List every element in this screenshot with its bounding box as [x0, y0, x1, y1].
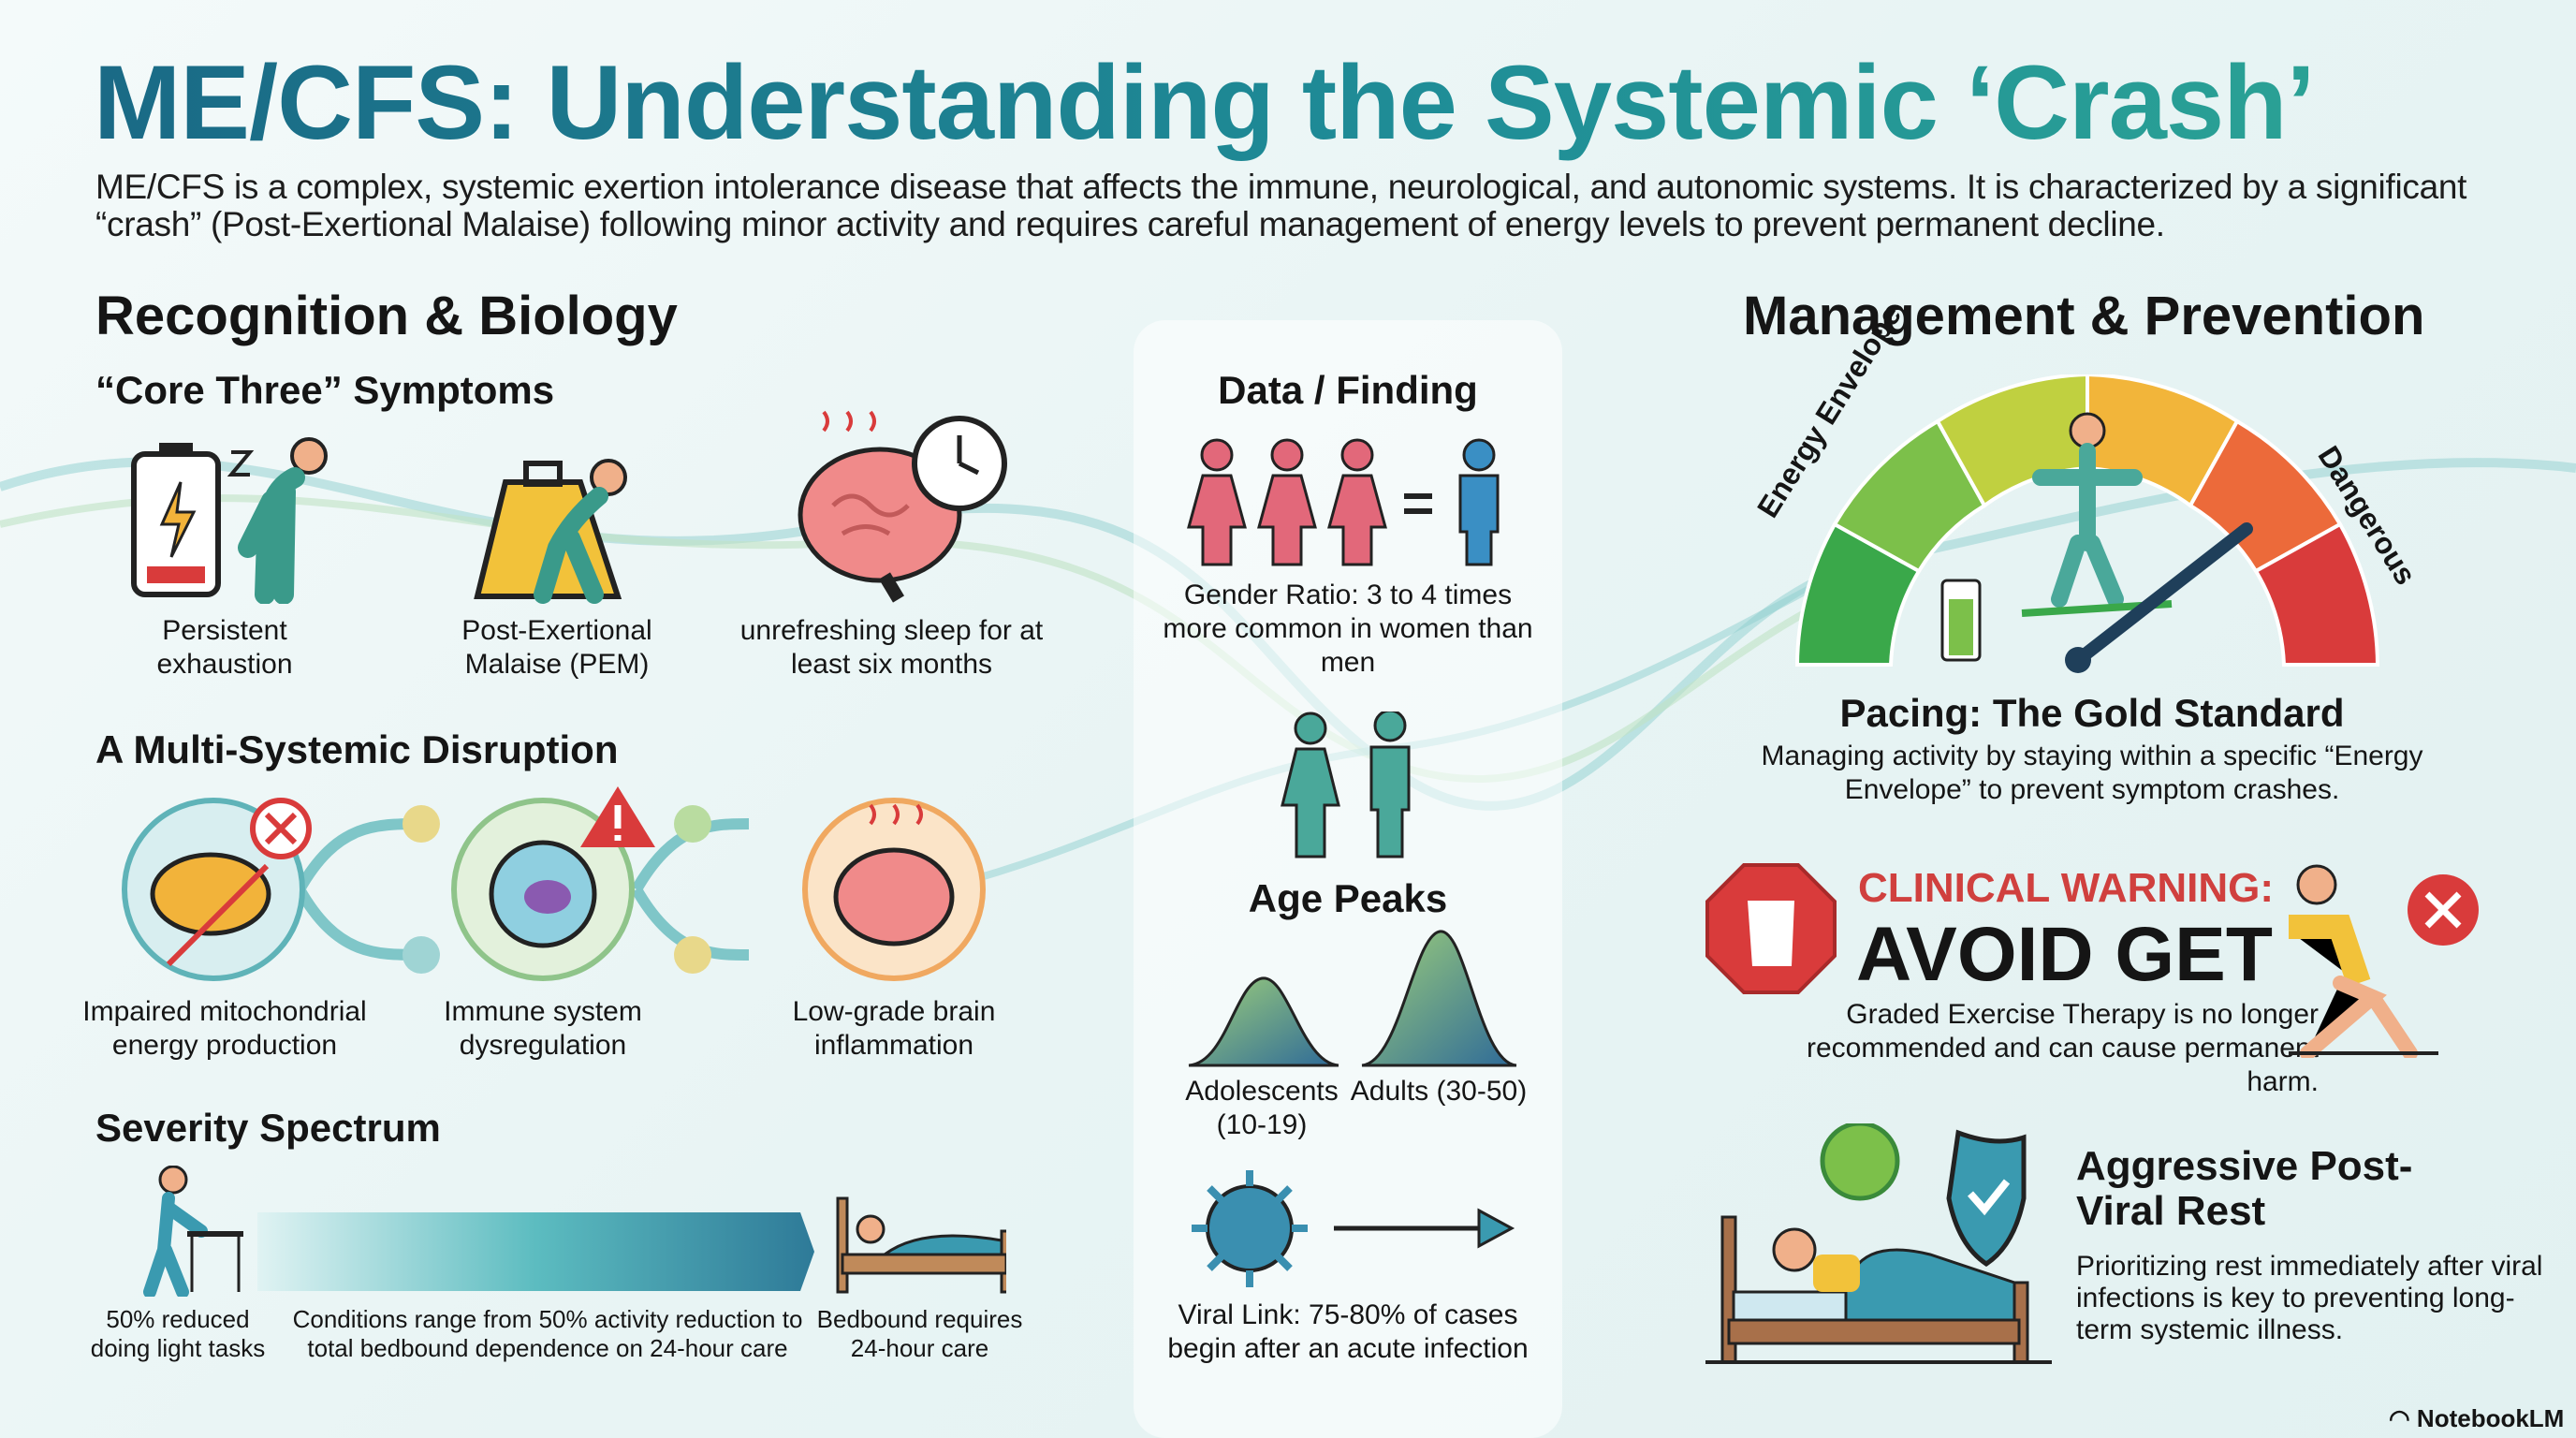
clinical-warning-label: CLINICAL WARNING:: [1858, 865, 2275, 911]
energy-gauge: [1794, 374, 2380, 673]
age-distribution-curves: [1188, 930, 1517, 1067]
exercise-person-crossed-icon: [2289, 864, 2479, 1058]
post-viral-rest-icon: [1705, 1123, 2052, 1364]
severity-label-reduced: 50% reduced doing light tasks: [90, 1305, 266, 1362]
multi-label-mitochondria: Impaired mitochondrial energy production: [82, 996, 367, 1061]
notebooklm-logo-icon: ◠: [2389, 1404, 2417, 1432]
severity-label-range: Conditions range from 50% activity reduc…: [292, 1305, 803, 1362]
virus-icon: [1820, 1123, 1900, 1201]
avoid-get-title: AVOID GET: [1856, 912, 2273, 997]
shield-check-icon: [1946, 1129, 2027, 1268]
curve-adults: [1361, 930, 1517, 1067]
management-heading: Management & Prevention: [1743, 286, 2425, 346]
gauge-needle: [2071, 522, 2253, 667]
core-label-exhaustion: Persistent exhaustion: [156, 615, 293, 680]
equals-icon: [1404, 493, 1432, 514]
viral-link-text: Viral Link: 75-80% of cases begin after …: [1167, 1299, 1529, 1364]
rest-title: Aggressive Post-Viral Rest: [2076, 1143, 2413, 1234]
core-label-pem: Post-Exertional Malaise (PEM): [461, 615, 652, 680]
severity-spectrum-graphic: [143, 1166, 1006, 1297]
multi-systemic-heading: A Multi-Systemic Disruption: [95, 727, 619, 771]
virus-arrow-icon: [1192, 1170, 1515, 1287]
severity-gradient-arrow: [257, 1212, 814, 1291]
pacing-title: Pacing: The Gold Standard: [1839, 691, 2345, 735]
intro-text: ME/CFS is a complex, systemic exertion i…: [95, 168, 2467, 243]
notebooklm-brand: ◠ NotebookLM: [2389, 1404, 2565, 1432]
age-label-adolescents: Adolescents (10-19): [1185, 1076, 1339, 1140]
gender-ratio-text: Gender Ratio: 3 to 4 times more common i…: [1163, 580, 1533, 678]
multi-label-immune: Immune system dysregulation: [444, 996, 642, 1061]
get-warning-description: Graded Exercise Therapy is no longer rec…: [1806, 999, 2319, 1097]
bed-icon: [836, 1196, 1006, 1294]
brain-clock-icon: [798, 410, 1007, 603]
weight-burden-icon: [474, 459, 627, 604]
age-peaks-heading: Age Peaks: [1248, 876, 1448, 920]
core-label-sleep: unrefreshing sleep for at least six mont…: [739, 615, 1044, 680]
age-people-icon: [1281, 712, 1411, 858]
multi-label-brain: Low-grade brain inflammation: [792, 996, 996, 1061]
recognition-heading: Recognition & Biology: [95, 286, 678, 346]
page-title: ME/CFS: Understanding the Systemic ‘Cras…: [94, 44, 2316, 161]
severity-label-bedbound: Bedbound requires 24-hour care: [816, 1305, 1023, 1362]
data-finding-heading: Data / Finding: [1218, 368, 1478, 412]
multi-systemic-icons: [122, 786, 986, 981]
rest-description: Prioritizing rest immediately after vira…: [2076, 1251, 2543, 1345]
pacing-description: Managing activity by staying within a sp…: [1761, 741, 2423, 805]
age-label-adults: Adults (30-50): [1350, 1076, 1528, 1107]
core-three-heading: “Core Three” Symptoms: [95, 368, 555, 412]
stop-hand-icon: [1705, 863, 1837, 994]
curve-adolescents: [1188, 976, 1339, 1067]
battery-tired-person-icon: [131, 437, 328, 604]
severity-heading: Severity Spectrum: [95, 1106, 441, 1150]
gender-ratio-icons: [1187, 438, 1500, 566]
